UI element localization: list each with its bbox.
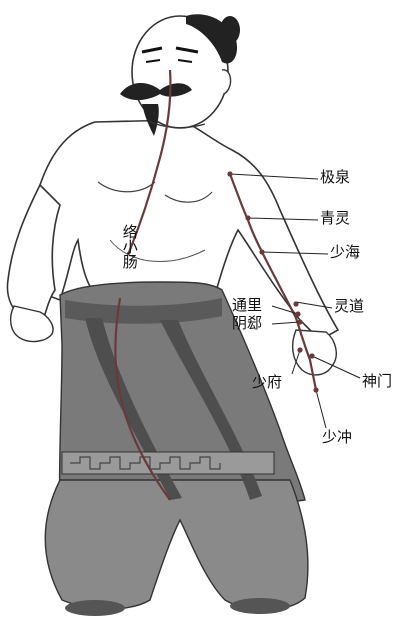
point-tongli <box>295 311 300 316</box>
robe-lower <box>45 480 308 610</box>
label-shenmen: 神门 <box>362 374 392 389</box>
figure-robe <box>45 282 308 616</box>
foot-right <box>230 598 290 614</box>
label-yinxi: 阴郄 <box>232 316 262 331</box>
point-lingdao <box>293 301 298 306</box>
point-shaofu <box>297 347 302 352</box>
foot-left <box>65 600 125 616</box>
meridian-label: 络小肠 <box>121 224 137 269</box>
leader-shaochong <box>316 390 326 428</box>
point-shaochong <box>313 387 318 392</box>
label-jiquan: 极泉 <box>320 170 350 185</box>
point-yinxi <box>297 319 302 324</box>
label-lingdao: 灵道 <box>334 299 364 314</box>
point-jiquan <box>227 171 232 176</box>
point-qingling <box>245 215 250 220</box>
hair-bun <box>220 16 240 44</box>
label-shaohai: 少海 <box>330 245 360 260</box>
label-tongli: 通里 <box>232 298 262 313</box>
figure-head <box>120 14 240 136</box>
point-shaohai <box>259 249 264 254</box>
point-shenmen <box>309 353 314 358</box>
label-qingling: 青灵 <box>320 211 350 226</box>
label-shaofu: 少府 <box>252 375 282 390</box>
label-shaochong: 少冲 <box>322 430 352 445</box>
leader-yinxi <box>272 322 300 324</box>
